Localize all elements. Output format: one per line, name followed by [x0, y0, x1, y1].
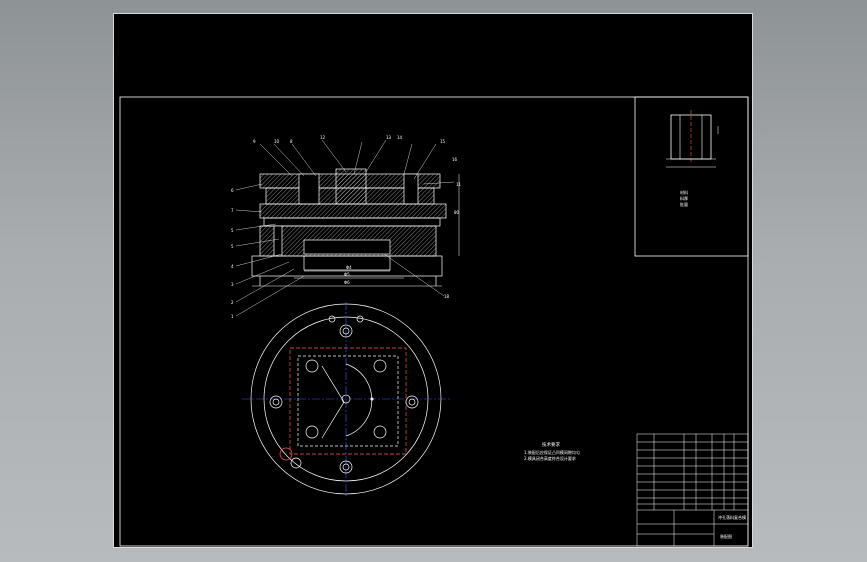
cad-drawing: 材料 料厚 批量 Φ4 Φ5 Φ6	[119, 96, 749, 547]
plan-view	[242, 302, 450, 496]
section-view: Φ4 Φ5 Φ6 80	[235, 139, 460, 317]
pin-left	[269, 395, 283, 409]
part-number-labels: 9 10 8 12 13 14 15 16 6 7 5 5 4 3 2 1 11…	[231, 135, 462, 319]
center-punch	[335, 168, 367, 205]
guide-hole-right	[403, 173, 419, 205]
part-label-6: 6	[231, 188, 234, 193]
drawing-border	[119, 96, 749, 547]
title-block	[636, 433, 749, 547]
workpiece-note-2: 料厚	[680, 195, 688, 201]
cad-viewport[interactable]: 材料 料厚 批量 Φ4 Φ5 Φ6	[113, 13, 753, 548]
part-label-10: 10	[274, 139, 280, 144]
center-punch-hole	[341, 394, 351, 404]
tech-req-line-2: 2.模具闭合高度符合设计要求	[524, 455, 576, 461]
tech-req-title: 技术要求	[542, 441, 560, 448]
workpiece-view: 材料 料厚 批量	[634, 96, 749, 257]
workpiece-note-1: 材料	[680, 189, 688, 195]
screw-top-right	[356, 315, 364, 323]
part-label-8: 8	[290, 139, 293, 144]
part-label-18: 18	[444, 294, 450, 299]
screw-top-left	[328, 315, 336, 323]
tech-req-line-1: 1.装配后应保证凸凹模间隙均匀	[524, 449, 580, 455]
pin-bottom	[339, 460, 353, 474]
part-label-2: 2	[231, 300, 234, 305]
workpiece-frame	[634, 96, 749, 257]
part-label-1: 1	[231, 314, 234, 319]
part-label-15: 15	[440, 139, 446, 144]
tech-requirements: 技术要求 1.装配后应保证凸凹模间隙均匀 2.模具闭合高度符合设计要求	[524, 441, 580, 461]
punch-plate-outline	[289, 347, 407, 455]
die-plate-outline	[297, 355, 399, 447]
part-label-16: 16	[452, 157, 458, 162]
part-label-3: 3	[231, 282, 234, 287]
pin-right	[405, 395, 419, 409]
bolt-hole-4	[373, 425, 387, 439]
part-label-5b: 5	[231, 244, 234, 249]
bolt-hole-2	[373, 359, 387, 373]
bolt-hole-1	[305, 359, 319, 373]
pin-top	[339, 324, 353, 338]
workpiece-note-3: 批量	[680, 201, 688, 207]
part-label-5a: 5	[231, 228, 234, 233]
stripper-plate	[259, 203, 447, 219]
dim-phi6: Φ6	[344, 280, 350, 285]
part-label-4: 4	[231, 264, 234, 269]
die-cavity	[303, 239, 391, 255]
guide-post-hole	[279, 447, 293, 461]
part-label-12: 12	[320, 135, 326, 140]
part-label-7: 7	[231, 208, 234, 213]
title-block-title: 冲孔落料复合模	[718, 514, 746, 520]
title-block-drawing-no: 装配图	[720, 533, 732, 539]
part-label-9: 9	[253, 139, 256, 144]
dim-phi4: Φ4	[346, 265, 352, 270]
dim-height: 80	[454, 210, 460, 215]
bolt-hole-3	[305, 425, 319, 439]
punch-cavity-left	[298, 173, 320, 205]
blank-contour-left	[321, 365, 345, 439]
part-label-14: 14	[397, 135, 403, 140]
strip-layer	[263, 217, 441, 227]
part-label-13: 13	[386, 135, 392, 140]
part-label-11: 11	[456, 182, 462, 187]
dim-phi5: Φ5	[344, 272, 350, 277]
